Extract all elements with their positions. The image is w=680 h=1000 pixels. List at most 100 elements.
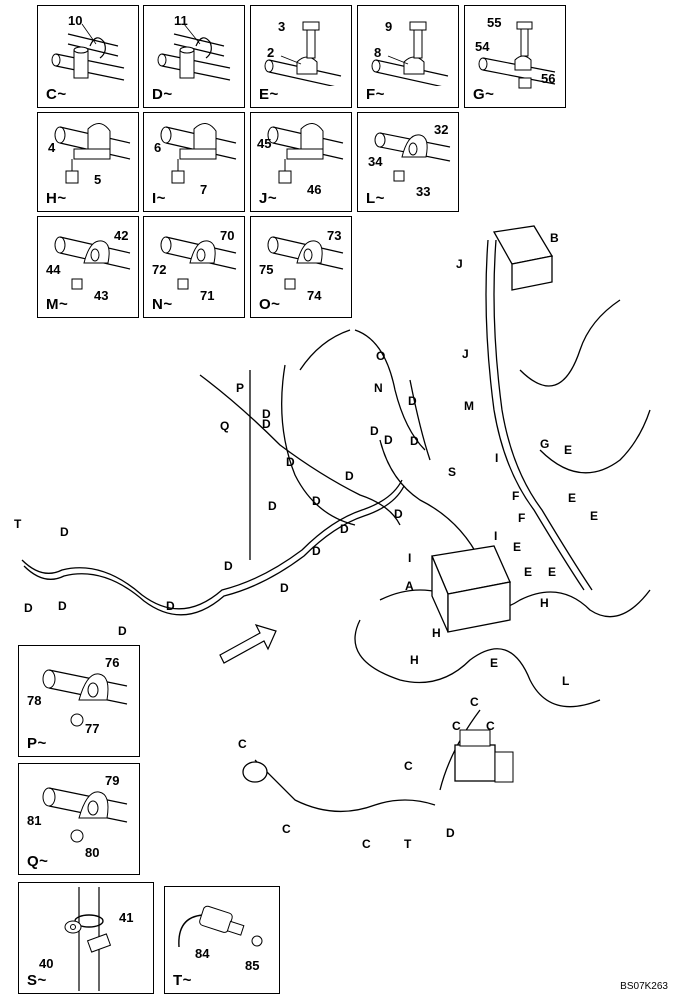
assembly-letter-e: E: [490, 656, 499, 670]
callout-32: 32: [434, 122, 449, 137]
detail-box-j: 45 46 J~: [250, 112, 352, 212]
callout-85: 85: [245, 958, 260, 973]
assembly-letter-h: H: [432, 626, 441, 640]
bracket-b: [492, 225, 554, 291]
assembly-letter-e: E: [568, 491, 577, 505]
callout-81: 81: [27, 813, 42, 828]
callout-4: 4: [48, 140, 56, 155]
assembly-letter-i: I: [494, 529, 498, 543]
assembly-letter-i: I: [495, 451, 499, 465]
assembly-letter-d: D: [312, 544, 321, 558]
clamp-drawing-g: [478, 21, 556, 89]
callout-73: 73: [327, 228, 342, 243]
assembly-letter-n: N: [374, 381, 383, 395]
clamp-drawing-d: [157, 23, 231, 81]
assembly-letter-c: C: [486, 719, 495, 733]
assembly-letter-c: C: [238, 737, 247, 751]
callout-7: 7: [200, 182, 208, 197]
callout-80: 80: [85, 845, 100, 860]
box-label-d: D~: [152, 86, 173, 103]
assembly-letter-p: P: [236, 381, 245, 395]
assembly-letter-d: D: [268, 499, 277, 513]
box-label-p: P~: [27, 735, 47, 752]
assembly-letter-d: D: [262, 417, 271, 431]
assembly-letter-q: Q: [220, 419, 230, 433]
clamp-drawing-i: [160, 123, 237, 184]
box-label-t: T~: [173, 972, 192, 989]
detail-box-c: 10 C~: [37, 5, 139, 108]
assembly-letter-s: S: [448, 465, 457, 479]
callout-70: 70: [220, 228, 235, 243]
callout-54: 54: [475, 39, 490, 54]
assembly-letter-e: E: [548, 565, 557, 579]
clamp-drawing-n: [160, 236, 237, 290]
callout-42: 42: [114, 228, 129, 243]
detail-box-h: 4 5 H~: [37, 112, 139, 212]
assembly-letter-h: H: [410, 653, 419, 667]
clamp-drawing-q: [42, 787, 128, 843]
assembly-letter-a: A: [405, 579, 414, 593]
box-label-g: G~: [473, 86, 495, 103]
callout-55: 55: [487, 15, 502, 30]
clamp-drawing-f: [371, 21, 449, 86]
controller-unit: [431, 545, 511, 633]
callout-45: 45: [257, 136, 272, 151]
assembly-letter-c: C: [362, 837, 371, 851]
callout-56: 56: [541, 71, 556, 86]
box-label-c: C~: [46, 86, 67, 103]
assembly-letter-d: D: [118, 624, 127, 638]
assembly-letter-h: H: [540, 596, 549, 610]
callout-79: 79: [105, 773, 120, 788]
box-label-m: M~: [46, 296, 69, 313]
assembly-letter-c: C: [452, 719, 461, 733]
detail-box-d: 11 D~: [143, 5, 245, 108]
clamp-drawing-h: [54, 123, 131, 184]
assembly-letter-c: C: [470, 695, 479, 709]
detail-box-p: 76 78 77 P~: [18, 645, 140, 757]
assembly-letter-d: D: [340, 522, 349, 536]
callout-78: 78: [27, 693, 42, 708]
assembly-letter-d: D: [446, 826, 455, 840]
drawing-code: BS07K263: [620, 981, 668, 992]
clamp-drawing-o: [267, 236, 344, 290]
assembly-letter-d: D: [262, 407, 271, 421]
clamp-drawing-j: [267, 123, 344, 184]
box-label-i: I~: [152, 190, 166, 207]
callout-9: 9: [385, 19, 393, 34]
callout-71: 71: [200, 288, 215, 303]
callout-40: 40: [39, 956, 54, 971]
callout-34: 34: [368, 154, 383, 169]
callout-6: 6: [154, 140, 162, 155]
assembly-letter-g: G: [540, 437, 550, 451]
assembly-letter-j: J: [456, 257, 463, 271]
clamp-drawing-p: [42, 669, 128, 727]
detail-box-m: 42 44 43 M~: [37, 216, 139, 318]
callout-3: 3: [278, 19, 286, 34]
clamp-drawing-m: [54, 236, 131, 290]
assembly-letter-o: O: [376, 349, 386, 363]
callout-77: 77: [85, 721, 100, 736]
sensor-drawing-t: [178, 905, 263, 948]
assembly-letter-d: D: [286, 455, 295, 469]
assembly-letter-d: D: [280, 581, 289, 595]
valve-block: [454, 729, 514, 783]
assembly-letter-e: E: [590, 509, 599, 523]
callout-84: 84: [195, 946, 210, 961]
callout-41: 41: [119, 910, 134, 925]
callout-46: 46: [307, 182, 322, 197]
assembly-letter-d: D: [24, 601, 33, 615]
detail-box-g: 55 54 56 G~: [464, 5, 566, 108]
assembly-letter-b: B: [550, 231, 559, 245]
box-label-l: L~: [366, 190, 385, 207]
callout-2: 2: [267, 45, 275, 60]
assembly-letter-d: D: [410, 434, 419, 448]
detail-box-q: 79 81 80 Q~: [18, 763, 140, 875]
box-label-h: H~: [46, 190, 67, 207]
buzzer: [242, 761, 268, 783]
clamp-drawing-e: [264, 21, 342, 86]
callout-76: 76: [105, 655, 120, 670]
callout-44: 44: [46, 262, 61, 277]
assembly-letter-t: T: [14, 517, 22, 531]
callout-74: 74: [307, 288, 322, 303]
detail-box-n: 70 72 71 N~: [143, 216, 245, 318]
